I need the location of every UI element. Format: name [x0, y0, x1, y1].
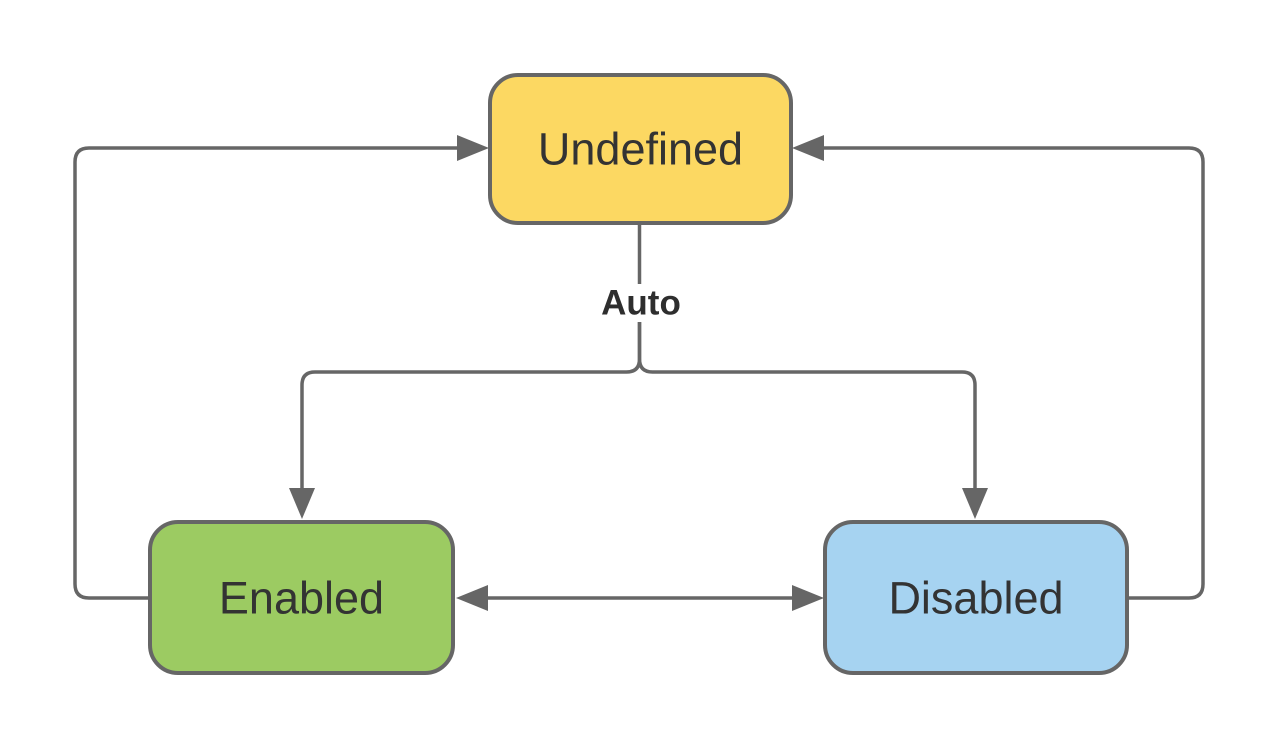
edge-disabled-to-undefined	[823, 146, 1205, 600]
node-labels: Undefined Enabled Disabled	[219, 124, 1064, 624]
edge-lines	[73, 146, 1205, 600]
node-enabled-label: Enabled	[219, 573, 384, 624]
node-enabled-box	[148, 520, 455, 675]
edge-labels: Auto	[601, 284, 681, 323]
node-undefined-box	[488, 73, 793, 225]
node-disabled-label: Disabled	[888, 573, 1063, 624]
arrowhead-into-undefined-right	[792, 135, 824, 161]
arrowhead-into-disabled-left	[792, 585, 824, 611]
node-undefined-label: Undefined	[538, 124, 743, 175]
edge-undefined-to-disabled	[637, 322, 977, 492]
arrowhead-into-enabled-right	[456, 585, 488, 611]
arrowhead-into-undefined-left	[457, 135, 489, 161]
node-disabled-box	[823, 520, 1129, 675]
edge-undefined-to-enabled	[300, 322, 642, 492]
arrowhead-into-disabled-top	[962, 488, 988, 519]
edge-auto-label: Auto	[601, 284, 681, 323]
state-nodes	[148, 73, 1129, 675]
edge-arrowheads	[289, 135, 988, 611]
edge-enabled-to-undefined	[73, 146, 458, 600]
arrowhead-into-enabled-top	[289, 488, 315, 519]
